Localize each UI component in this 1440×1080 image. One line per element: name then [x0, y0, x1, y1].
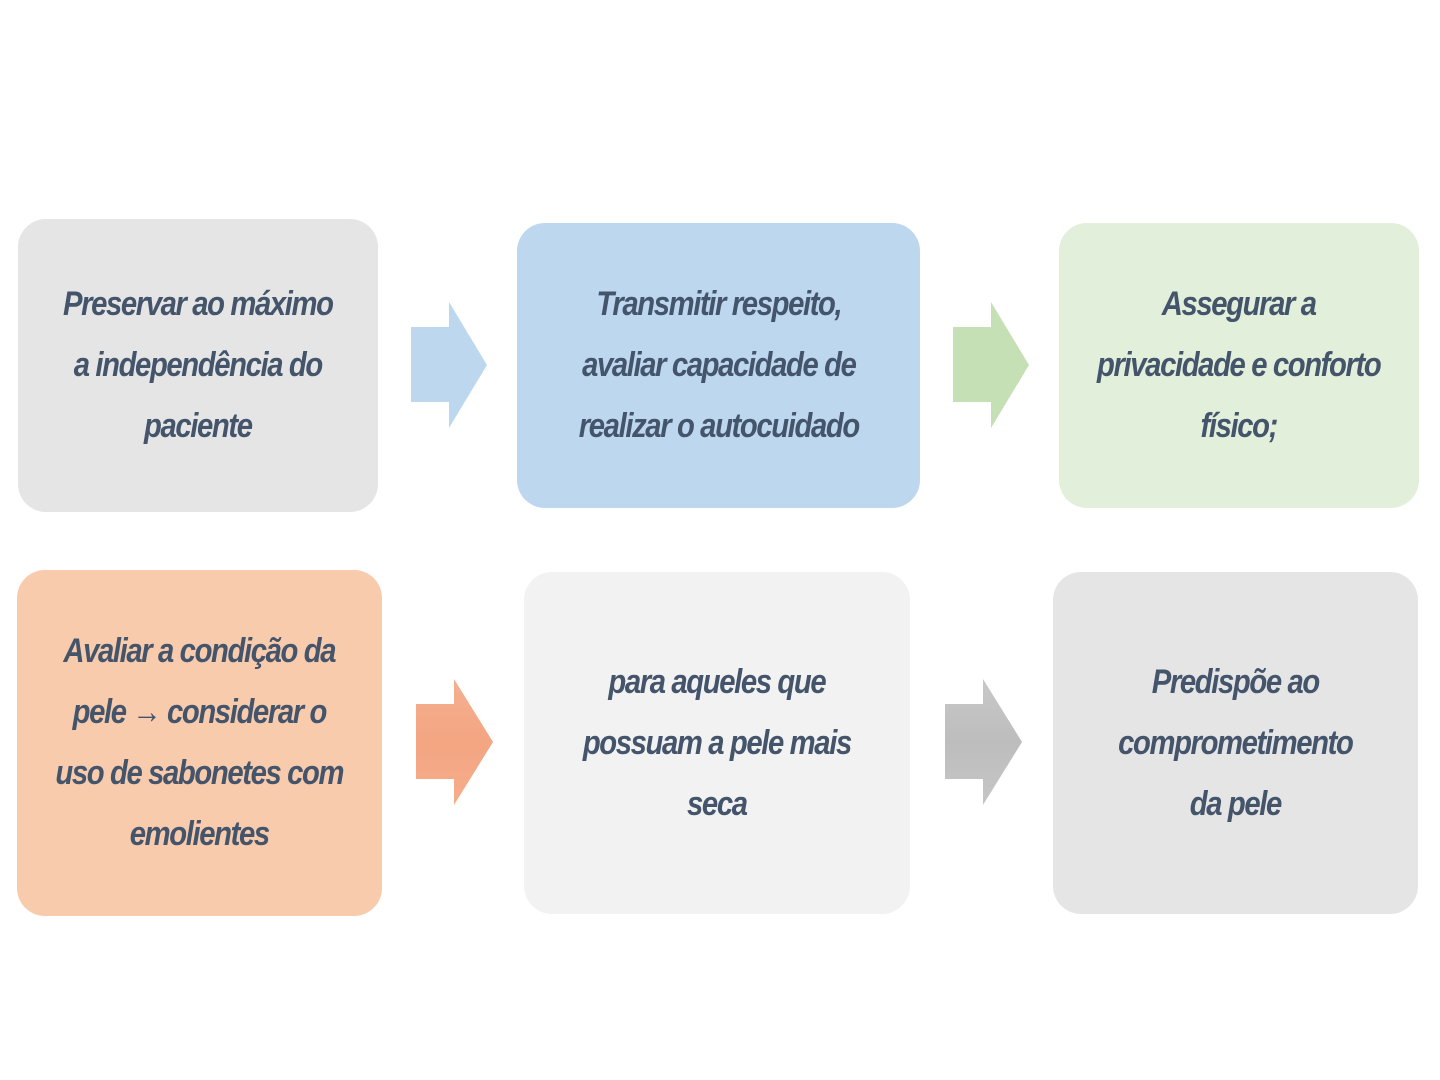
step-text-line: uso de sabonetes com — [55, 754, 345, 792]
step-text-line: realizar o autocuidado — [578, 407, 859, 445]
step-text-line: seca — [687, 784, 748, 823]
arrow-right-icon — [953, 302, 1029, 428]
step-box-transmitir-respeito: Transmitir respeito, avaliar capacidade … — [517, 223, 920, 508]
step-text-line: possuam a pele mais — [582, 723, 852, 762]
step-text-line: Avaliar a condição da — [63, 632, 337, 670]
step-text: Preservar ao máximo a independência do p… — [63, 274, 334, 457]
step-text-line: Assegurar a — [1162, 285, 1317, 323]
step-text-line: Preservar ao máximo — [63, 285, 334, 323]
step-text-line: privacidade e conforto — [1097, 346, 1382, 384]
step-text: Transmitir respeito, avaliar capacidade … — [578, 274, 859, 457]
step-box-predispoe-comprometimento: Predispõe ao comprometimento da pele — [1053, 572, 1418, 914]
arrow-right-icon — [416, 679, 493, 805]
step-text-line: físico; — [1200, 407, 1279, 445]
step-box-preservar-independencia: Preservar ao máximo a independência do p… — [18, 219, 378, 512]
step-text: Assegurar a privacidade e conforto físic… — [1097, 274, 1382, 457]
arrow-right-icon — [411, 302, 487, 428]
step-text-line: para aqueles que — [608, 662, 827, 701]
step-text: Predispõe ao comprometimento da pele — [1118, 652, 1354, 835]
step-text-line: paciente — [144, 407, 253, 445]
step-box-pele-seca: para aqueles que possuam a pele mais sec… — [524, 572, 910, 914]
step-text: para aqueles que possuam a pele mais sec… — [582, 652, 852, 835]
step-text-line: a independência do — [73, 346, 324, 384]
step-text: Avaliar a condição da pele → considerar … — [55, 621, 345, 865]
arrow-right-icon — [945, 679, 1022, 805]
step-text-line: emolientes — [129, 815, 270, 853]
step-text-line: comprometimento — [1118, 723, 1354, 762]
step-box-assegurar-privacidade: Assegurar a privacidade e conforto físic… — [1059, 223, 1419, 508]
step-text-line: da pele — [1189, 784, 1283, 823]
step-text-line: pele → considerar o — [72, 693, 328, 731]
step-box-avaliar-pele: Avaliar a condição da pele → considerar … — [17, 570, 382, 916]
step-text-line: Transmitir respeito, — [596, 285, 842, 323]
step-text-line: avaliar capacidade de — [581, 346, 857, 384]
step-text-line: Predispõe ao — [1151, 662, 1320, 701]
